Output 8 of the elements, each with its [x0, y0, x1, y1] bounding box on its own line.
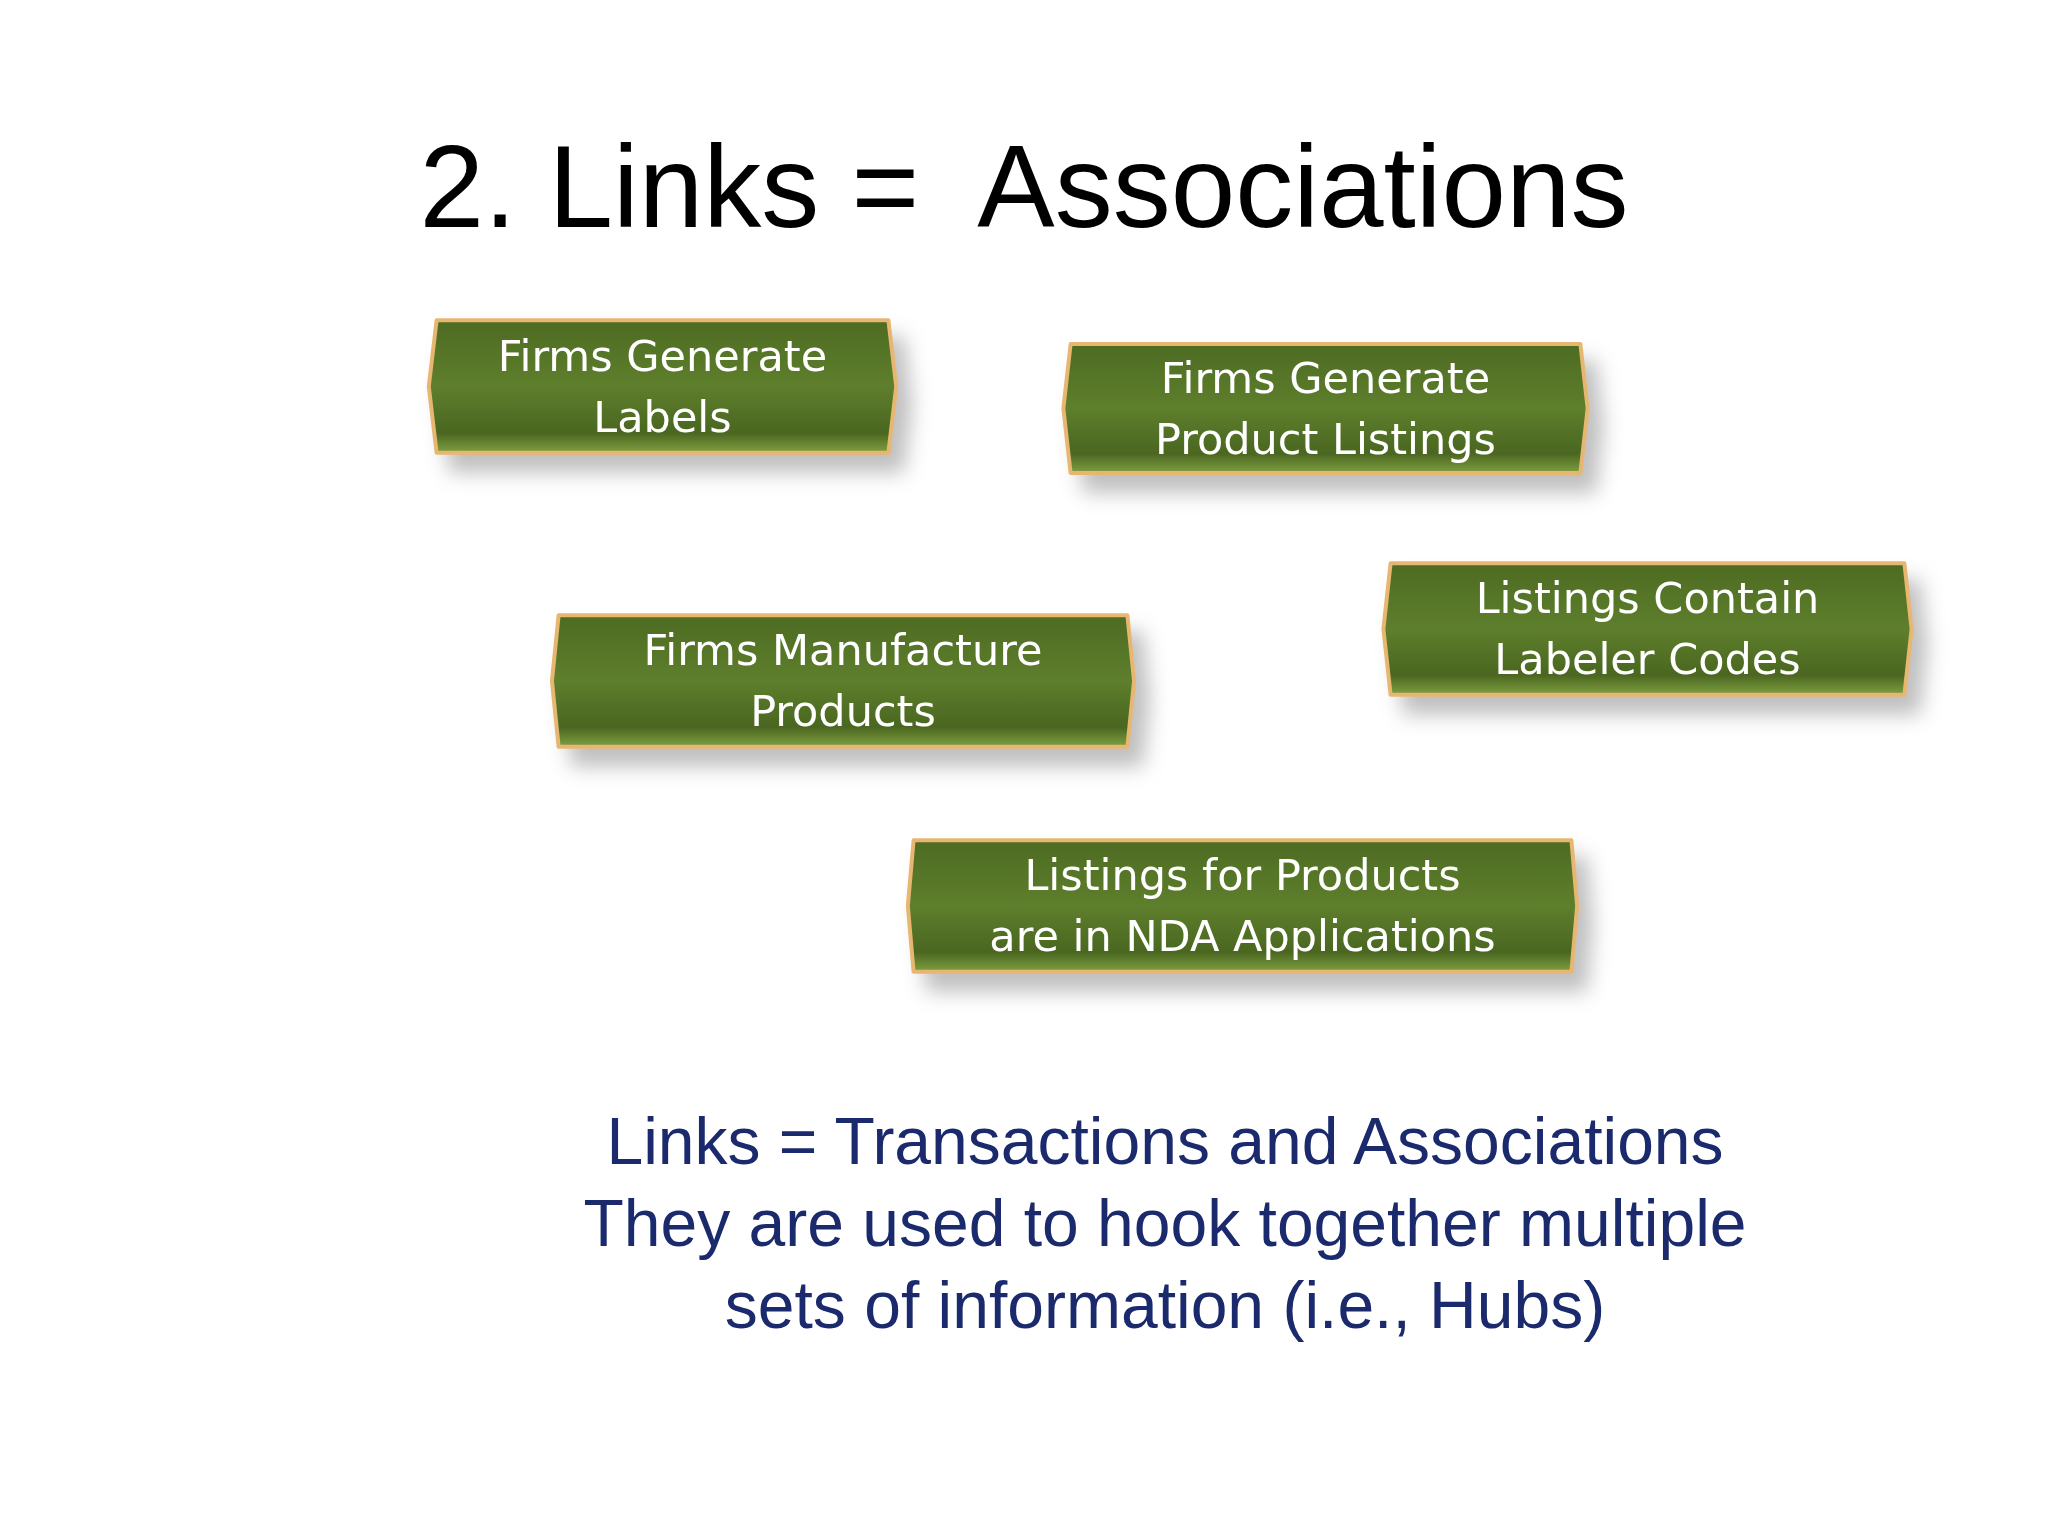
- node-label: Firms Manufacture Products: [642, 624, 1044, 738]
- slide-title: 2. Links = Associations: [418, 121, 1630, 254]
- node-label: Firms Generate Product Listings: [1154, 351, 1497, 466]
- node-label: Listings for Products are in NDA Applications: [988, 849, 1497, 963]
- node-label: Listings Contain Labeler Codes: [1474, 572, 1821, 686]
- summary-heading: Links = Transactions and Associations: [605, 1103, 1725, 1180]
- node-label: Firms Generate Labels: [496, 329, 829, 444]
- summary-text: They are used to hook together multiple sets of information (i.e., Hubs): [582, 1185, 1748, 1344]
